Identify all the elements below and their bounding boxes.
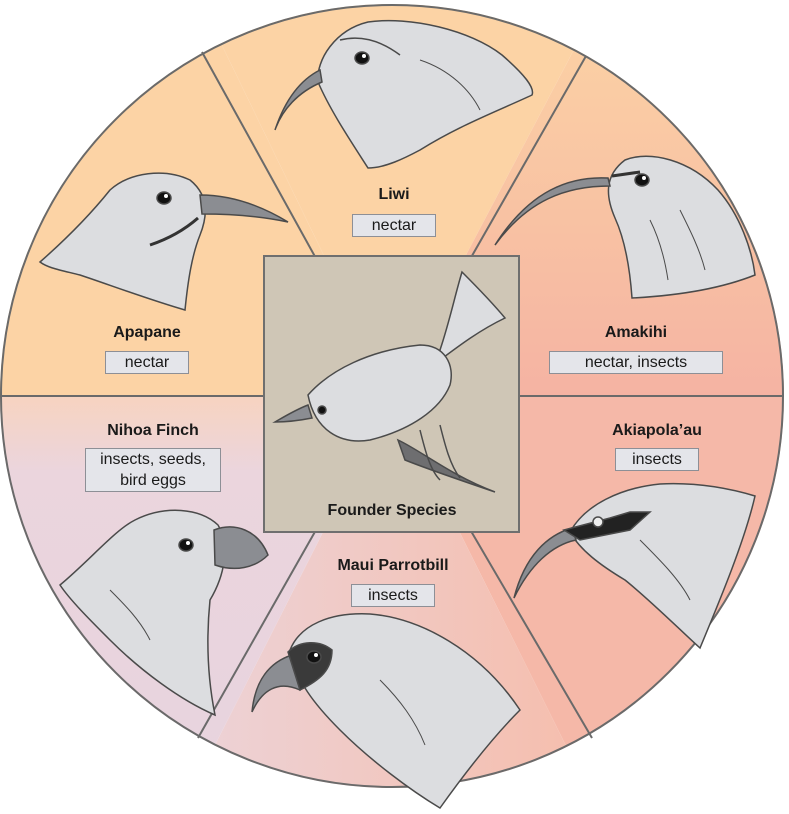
bird-name-akiapolaau: Akiapola’au [612, 422, 702, 439]
nihoa-finch-head-icon [59, 509, 269, 717]
bird-name-amakihi: Amakihi [604, 324, 668, 341]
diet-text-line-1: insects, seeds, [100, 451, 206, 468]
diet-text: nectar [124, 354, 170, 371]
diet-box-akiapolaau: insects [615, 448, 699, 471]
bird-name-maui-parrotbill: Maui Parrotbill [337, 557, 449, 574]
apapane-head-icon [38, 172, 289, 311]
founder-bird-icon [272, 270, 507, 493]
outer-circle [0, 4, 784, 788]
diet-box-liwi: nectar [352, 214, 436, 237]
diet-box-nihoa-finch: insects, seeds, bird eggs [85, 448, 221, 492]
diet-box-maui-parrotbill: insects [351, 584, 435, 607]
bird-name-liwi: Liwi [378, 186, 410, 203]
diet-text: insects [632, 451, 682, 468]
founder-species-label: Founder Species [327, 502, 457, 519]
diet-text: insects [368, 587, 418, 604]
bird-name-apapane: Apapane [113, 324, 181, 341]
diet-text: nectar [371, 217, 417, 234]
diet-box-apapane: nectar [105, 351, 189, 374]
bird-name-nihoa-finch: Nihoa Finch [107, 422, 199, 439]
diet-box-amakihi: nectar, insects [549, 351, 723, 374]
amakihi-head-icon [494, 155, 756, 299]
diet-text: nectar, insects [584, 354, 688, 371]
akiapolaau-head-icon [513, 482, 756, 650]
maui-parrotbill-head-icon [251, 613, 521, 809]
diet-text-line-2: bird eggs [120, 472, 186, 489]
liwi-head-icon [274, 19, 534, 169]
